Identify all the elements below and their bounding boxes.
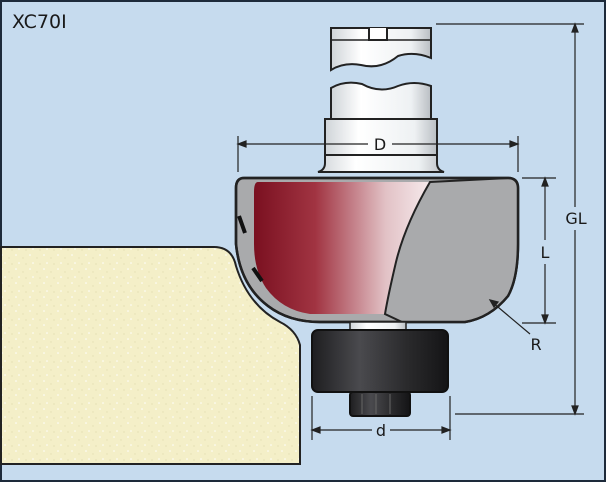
dimension-gl	[436, 22, 584, 416]
dimension-d-upper	[236, 136, 520, 172]
dimension-gl-label: GL	[565, 209, 586, 228]
dimension-bearing-d-label: d	[376, 421, 386, 440]
dimension-r	[488, 299, 531, 335]
edge-mark	[251, 266, 264, 283]
dimension-l-label: L	[541, 243, 550, 262]
red-flute	[254, 182, 430, 314]
shank-bottom	[330, 81, 432, 120]
bearing	[311, 329, 449, 393]
edge-mark	[237, 215, 247, 234]
dimension-bearing-d	[310, 396, 452, 440]
dimension-r-label: R	[530, 335, 541, 354]
screw-slot	[368, 28, 388, 41]
product-code: XC70I	[12, 11, 67, 33]
bearing-screw	[349, 391, 411, 417]
shank-neck	[317, 154, 445, 173]
dimension-l	[522, 176, 556, 325]
workpiece	[0, 246, 301, 465]
arbor	[349, 321, 407, 331]
shank-top	[330, 27, 432, 72]
dimension-d-label: D	[374, 135, 386, 154]
